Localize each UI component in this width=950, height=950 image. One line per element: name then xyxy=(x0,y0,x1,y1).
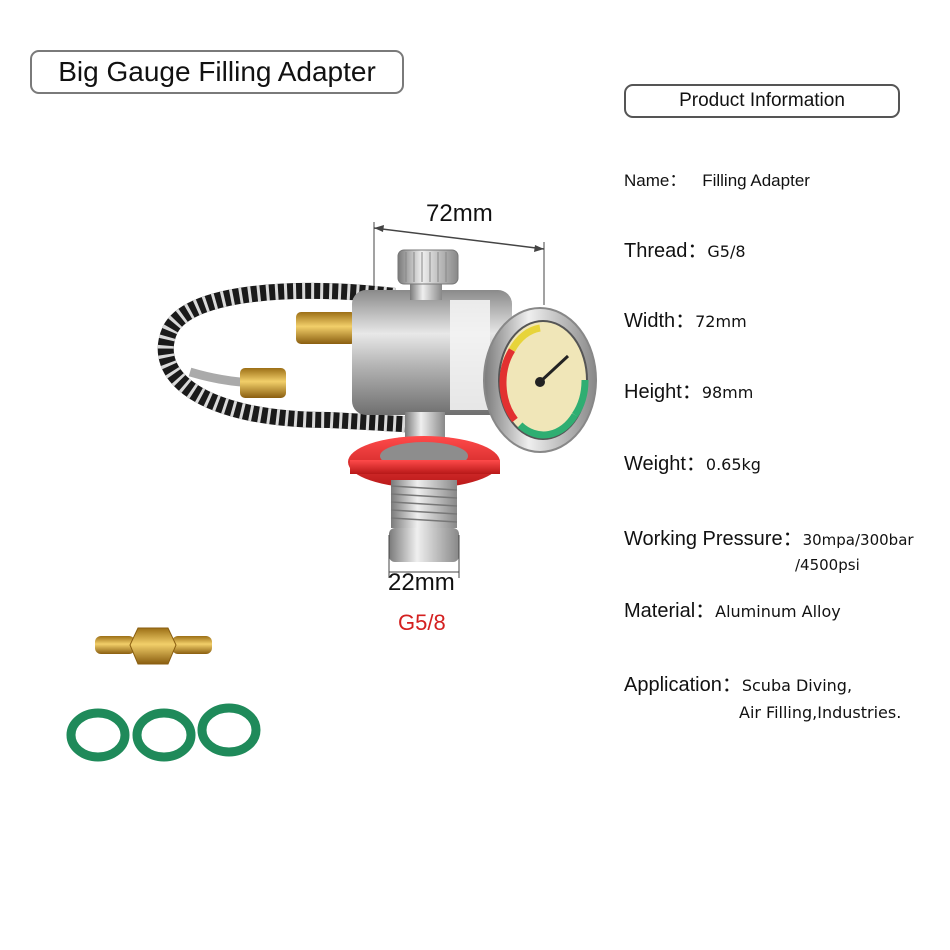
spec-material-label: Material： xyxy=(624,600,716,622)
spec-name: Name： Filling Adapter xyxy=(624,166,810,192)
bottom-dimension-line xyxy=(388,535,460,578)
spec-thread-value: G5/8 xyxy=(707,242,746,261)
spec-application-value: Scuba Diving, xyxy=(741,676,853,695)
spec-width-value: 72mm xyxy=(695,312,747,331)
spec-working-pressure: Working Pressure：30mpa/300bar xyxy=(624,522,914,551)
product-illustration xyxy=(66,222,597,762)
bottom-dimension-label: 22mm xyxy=(388,569,455,596)
spec-height: Height：98mm xyxy=(624,375,753,404)
o-ring xyxy=(132,708,196,762)
spec-thread-label: Thread： xyxy=(624,240,708,262)
spec-application-label: Application： xyxy=(624,674,742,696)
spec-application: Application：Scuba Diving, xyxy=(624,668,852,697)
pressure-gauge xyxy=(483,307,597,453)
spec-material-value: Aluminum Alloy xyxy=(715,602,841,621)
spec-name-value: Filling Adapter xyxy=(702,171,810,190)
spec-pressure-value: 30mpa/300bar xyxy=(802,531,914,549)
spec-height-value: 98mm xyxy=(701,383,754,402)
red-knurled-nut xyxy=(348,412,500,488)
spec-application-value-line2: Air Filling,Industries. xyxy=(739,703,902,722)
thread-size-label: G5/8 xyxy=(398,610,446,635)
width-dimension-label: 72mm xyxy=(426,200,493,227)
spec-pressure-value-line2: /4500psi xyxy=(795,556,860,574)
spec-thread: Thread：G5/8 xyxy=(624,234,746,263)
brass-double-fitting xyxy=(95,627,212,665)
o-ring xyxy=(197,703,261,757)
brass-fitting xyxy=(296,312,356,344)
spec-weight-value: 0.65kg xyxy=(705,455,761,474)
page-title: Big Gauge Filling Adapter xyxy=(30,50,404,94)
spec-weight-label: Weight： xyxy=(624,453,706,475)
product-information-header: Product Information xyxy=(624,84,900,118)
spec-weight: Weight：0.65kg xyxy=(624,447,761,476)
spec-material: Material：Aluminum Alloy xyxy=(624,594,841,623)
spec-pressure-label: Working Pressure： xyxy=(624,528,803,550)
threaded-stem xyxy=(389,480,459,562)
o-ring xyxy=(66,708,130,762)
spec-height-label: Height： xyxy=(624,381,702,403)
brass-fitting xyxy=(240,368,286,398)
spec-width: Width：72mm xyxy=(624,304,747,333)
spec-width-label: Width： xyxy=(624,310,696,332)
adapter-body xyxy=(352,249,512,415)
spec-name-label: Name： xyxy=(624,171,687,190)
o-rings xyxy=(66,703,261,762)
width-dimension-line xyxy=(373,222,545,305)
